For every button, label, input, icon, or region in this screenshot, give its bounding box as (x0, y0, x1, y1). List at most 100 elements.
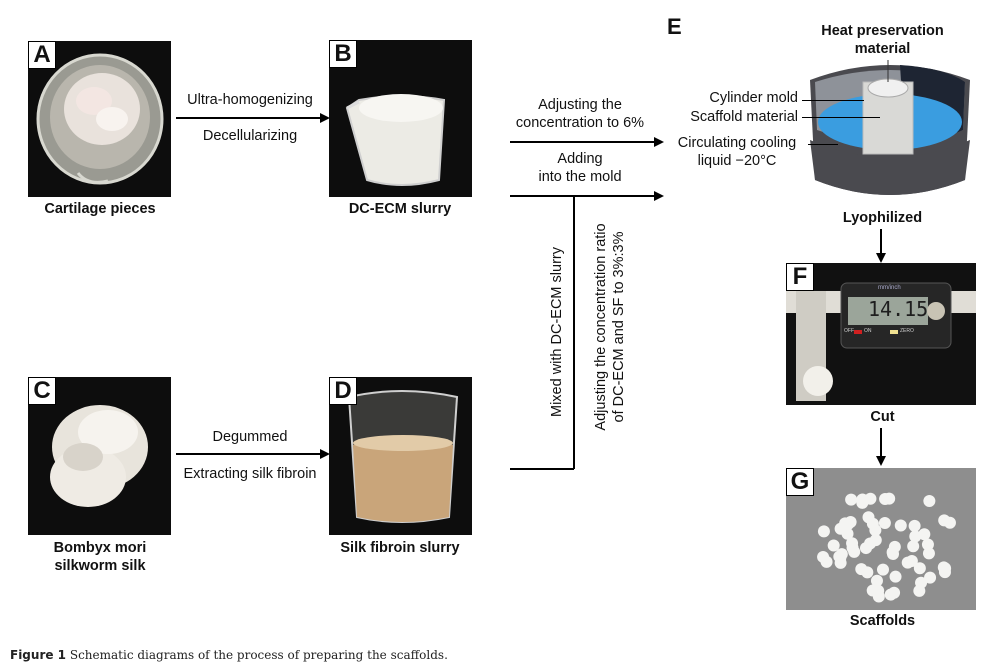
panel-d-letter: D (329, 377, 357, 405)
scaffold-pellet (845, 493, 858, 506)
arrow-b-to-e-bottom-head (654, 191, 664, 201)
scaffold-pellet (839, 517, 852, 530)
scaffold-pellet (846, 541, 859, 554)
scaffold-pellets-image (817, 492, 956, 603)
scaffold-pellet (835, 548, 848, 561)
step-adjusting-line2: concentration to 6% (515, 115, 645, 131)
step-ultra-homogenizing: Ultra-homogenizing (187, 92, 313, 108)
connector-d-horizontal (510, 468, 574, 470)
panel-a-photo: A (28, 41, 171, 197)
caliper-off-label: OFF (844, 328, 854, 334)
panel-a-letter: A (28, 41, 56, 69)
step-adjusting-line1: Adjusting the (538, 97, 622, 113)
panel-e-caption: Lyophilized (842, 210, 923, 226)
panel-g-letter: G (786, 468, 814, 496)
scaffold-pellet (878, 517, 891, 530)
step-adding-into-mold: Adding into the mold (505, 150, 655, 186)
scaffold-pellet (817, 525, 830, 538)
panel-c-caption-line2: silkworm silk (54, 558, 146, 574)
figure-caption-label: Figure 1 (10, 648, 67, 662)
scaffold-pellet (938, 514, 951, 527)
step-mixed-with-dc-ecm: Mixed with DC-ECM slurry (549, 247, 565, 417)
scaffold-pellet (909, 530, 922, 543)
scaffold-pellet (922, 547, 935, 560)
step-adding-line2: into the mold (538, 169, 622, 185)
panel-g-photo: G (786, 468, 976, 610)
caliper-zero-label: ZERO (900, 328, 914, 334)
caliper-brand: mm/inch (878, 285, 901, 291)
scaffold-pellet (918, 528, 931, 541)
scaffold-pellet (817, 550, 830, 563)
scaffold-pellet (889, 570, 902, 583)
arrow-b-to-e-top-line (510, 141, 655, 143)
scaffold-pellet (923, 494, 936, 507)
panel-e-title-line1: Heat preservation (821, 23, 944, 39)
caliper-reading: 14.15 (868, 297, 929, 321)
step-extracting-silk-fibroin: Extracting silk fibroin (183, 466, 317, 482)
connector-d-vertical (573, 195, 575, 469)
panel-f-letter: F (786, 263, 814, 291)
arrow-e-to-f-head (876, 253, 886, 263)
step-degummed: Degummed (212, 429, 288, 445)
step-adding-line1: Adding (557, 151, 603, 167)
scaffold-pellet (864, 492, 877, 505)
scaffold-pellet (908, 519, 921, 532)
arrow-f-to-g-head (876, 456, 886, 466)
scaffold-pellet (921, 538, 934, 551)
label-cooling-liquid: Circulating cooling liquid −20°C (670, 134, 804, 170)
label-cooling-line1: Circulating cooling (677, 135, 797, 151)
scaffold-pellet (876, 563, 889, 576)
scaffold-pellet (879, 492, 892, 505)
panel-e-title: Heat preservation material (800, 22, 965, 58)
scaffold-pellet (888, 540, 901, 553)
figure-caption: Figure 1 Schematic diagrams of the proce… (10, 648, 448, 662)
scaffold-pellet (864, 537, 877, 550)
step-ratio-line2: of DC-ECM and SF to 3%:3% (611, 231, 627, 423)
scaffold-pellet (888, 586, 901, 599)
panel-d-photo: D (329, 377, 472, 535)
leader-cooling-liquid (808, 144, 838, 145)
caliper-on-label: ON (864, 328, 872, 334)
scaffold-pellet (894, 519, 907, 532)
label-scaffold-material: Scaffold material (690, 109, 798, 125)
scaffold-pellet (841, 527, 854, 540)
step-adjusting-ratio: Adjusting the concentration ratio of DC-… (592, 207, 628, 447)
leader-scaffold-material (802, 117, 880, 118)
scaffold-pellet (862, 511, 875, 524)
leader-cylinder-mold (802, 100, 864, 101)
scaffold-pellet (872, 590, 885, 603)
scaffold-pellet (901, 556, 914, 569)
scaffold-pellet (907, 540, 920, 553)
label-cylinder-mold: Cylinder mold (709, 90, 798, 106)
arrow-e-to-f-line (880, 229, 882, 254)
panel-c-letter: C (28, 377, 56, 405)
panel-f-photo: F mm/inch 14.15 OFF ON ZERO (786, 263, 976, 405)
panel-c-photo: C (28, 377, 171, 535)
scaffold-pellet (913, 562, 926, 575)
arrow-c-to-d-line (176, 453, 321, 455)
silk-fibroin-beaker-image (347, 390, 459, 523)
panel-g-caption: Scaffolds (849, 613, 916, 629)
panel-b-letter: B (329, 40, 357, 68)
scaffold-pellet (870, 574, 883, 587)
caliper-image (786, 282, 976, 401)
figure-caption-text: Schematic diagrams of the process of pre… (69, 648, 448, 662)
dc-ecm-beaker-image (345, 94, 446, 186)
arrow-b-to-e-bottom-line (510, 195, 655, 197)
panel-c-caption: Bombyx mori silkworm silk (20, 539, 180, 575)
panel-a-caption: Cartilage pieces (44, 201, 156, 217)
silkworm-silk-image (50, 405, 148, 507)
panel-f-caption: Cut (870, 409, 895, 425)
label-cooling-line2: liquid −20°C (697, 153, 777, 169)
arrow-a-to-b-line (176, 117, 321, 119)
cartilage-dish-image (36, 53, 164, 185)
scaffold-pellet (938, 566, 951, 579)
arrow-a-to-b-head (320, 113, 330, 123)
scaffold-pellet (827, 539, 840, 552)
arrow-c-to-d-head (320, 449, 330, 459)
step-decellularizing: Decellularizing (202, 128, 298, 144)
scaffold-pellet (915, 576, 928, 589)
arrow-f-to-g-line (880, 428, 882, 458)
panel-e-title-line2: material (854, 41, 911, 57)
panel-d-caption: Silk fibroin slurry (340, 540, 460, 556)
